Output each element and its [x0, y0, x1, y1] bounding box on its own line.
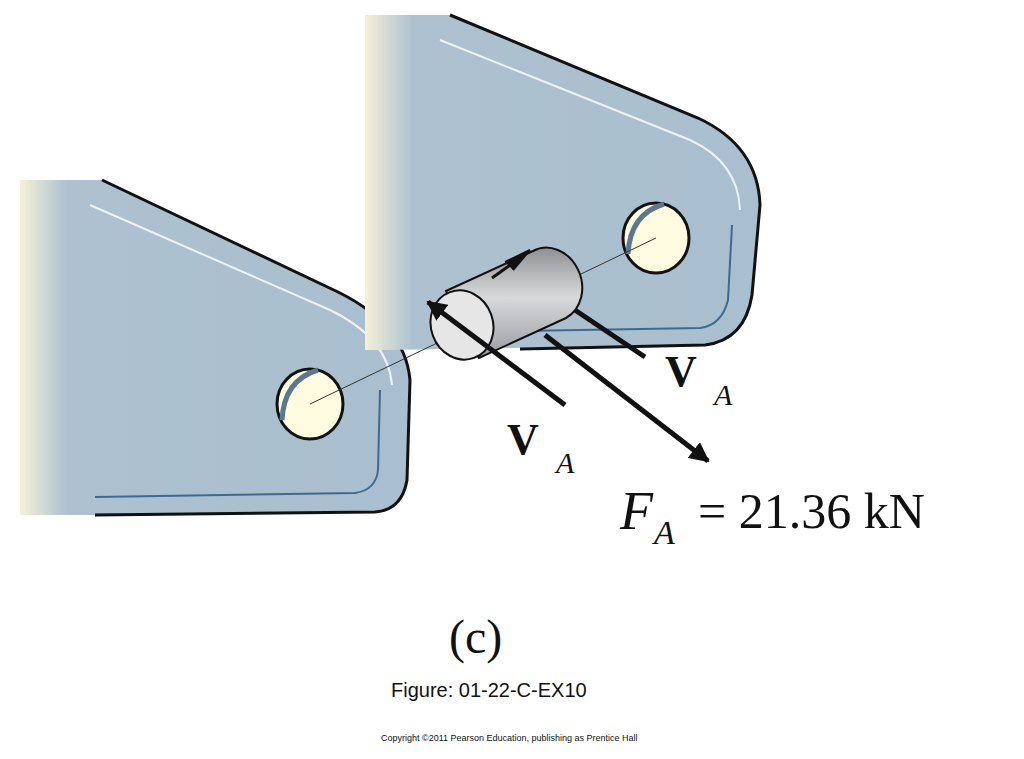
clevis-plate	[20, 180, 410, 515]
plate-outline	[95, 180, 410, 515]
figure-part: (c)	[449, 613, 502, 661]
force-symbol: V	[665, 350, 697, 394]
force-symbol: V	[507, 418, 539, 462]
copyright-note: Copyright ©2011 Pearson Education, publi…	[381, 734, 638, 743]
figure-caption: Figure: 01-22-C-EX10	[391, 680, 587, 700]
force-subscript: A	[714, 380, 732, 410]
force-subscript: A	[654, 516, 675, 550]
force-symbol: F	[620, 484, 653, 538]
force-subscript: A	[556, 448, 574, 478]
force-value: = 21.36 kN	[698, 486, 925, 536]
